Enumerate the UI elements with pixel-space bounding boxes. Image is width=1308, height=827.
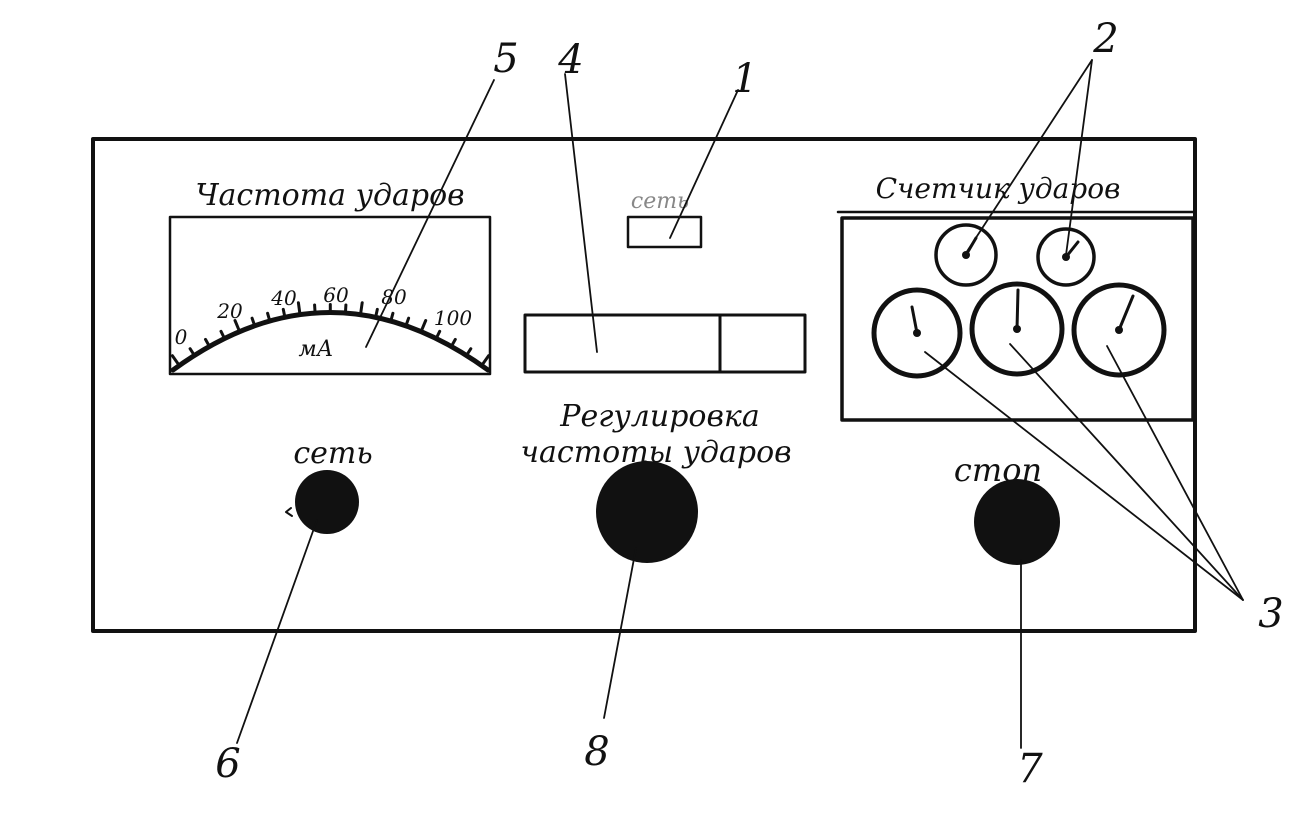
frequency-title: Частота ударов	[195, 178, 464, 213]
meter-tick	[465, 347, 473, 357]
large-dial-2-needle	[1015, 288, 1020, 331]
meter-label-100: 100	[434, 306, 472, 330]
meter-label-60: 60	[323, 283, 349, 307]
meter-label-20: 20	[216, 299, 243, 323]
large-dial-1-hub	[913, 329, 921, 337]
large-dial-2-hub	[1013, 325, 1021, 333]
large-dial-3-hub	[1115, 326, 1123, 334]
callout-1: 1	[732, 56, 757, 102]
leader-line-3b	[1009, 343, 1244, 601]
meter-tick	[449, 337, 457, 348]
power-knob	[295, 470, 359, 534]
stop-knob	[974, 479, 1060, 565]
meter-window	[168, 215, 492, 376]
meter-labels: 0 20 40 60 80 100	[175, 283, 473, 349]
counter-title: Счетчик ударов	[876, 172, 1121, 205]
power-knob-label: сеть	[293, 436, 372, 471]
small-dial-left-hub	[962, 251, 970, 259]
large-dial-2	[969, 281, 1065, 377]
meter-tick	[204, 337, 211, 348]
leader-line-5	[365, 79, 495, 348]
meter-label-40: 40	[270, 286, 297, 310]
meter-tick	[170, 354, 181, 367]
leader-line-3a	[924, 351, 1244, 601]
meter-label-0: 0	[175, 325, 188, 349]
meter-ticks	[170, 301, 491, 367]
callout-6: 6	[215, 741, 240, 787]
callout-3: 3	[1258, 591, 1283, 637]
callout-4: 4	[557, 37, 583, 83]
small-dial-right	[1036, 227, 1096, 287]
meter-tick	[313, 303, 317, 315]
panel-frame	[91, 137, 1197, 633]
leader-line-8	[603, 547, 637, 719]
large-dial-3-needle	[1117, 294, 1135, 332]
meter-tick	[419, 319, 428, 334]
regulation-label-line1: Регулировка	[559, 399, 759, 434]
callout-5: 5	[493, 36, 518, 82]
leader-line-4	[564, 73, 598, 353]
meter-tick	[296, 301, 302, 317]
small-dial-right-hub	[1062, 253, 1070, 261]
power-knob-arrow	[285, 507, 293, 517]
meter-unit: мА	[299, 337, 334, 362]
power-lamp-label: сеть	[631, 189, 689, 214]
leader-line-2a	[965, 59, 1093, 254]
meter-tick	[480, 354, 491, 367]
meter-tick	[233, 319, 242, 334]
callout-8: 8	[584, 729, 609, 775]
meter-tick	[281, 307, 287, 319]
display-window	[523, 313, 807, 374]
meter-tick	[389, 311, 395, 323]
power-indicator-lamp	[626, 215, 703, 249]
meter-tick	[359, 301, 364, 317]
meter-tick	[266, 311, 272, 323]
leader-line-2b	[1065, 59, 1093, 256]
leader-line-6	[236, 519, 318, 744]
meter-tick	[188, 347, 196, 357]
meter-tick	[434, 329, 442, 340]
callout-2: 2	[1092, 16, 1118, 62]
large-dial-1	[871, 287, 963, 379]
callout-7: 7	[1017, 746, 1043, 792]
counter-box	[840, 216, 1195, 422]
large-dial-1-needle	[910, 305, 919, 335]
leader-line-1	[669, 89, 739, 239]
meter-tick	[404, 316, 411, 328]
small-dial-left	[934, 223, 998, 287]
large-dial-3	[1071, 282, 1167, 378]
leader-line-3c	[1106, 345, 1244, 601]
regulation-knob	[596, 461, 698, 563]
meter-tick	[343, 303, 348, 315]
meter-tick	[374, 307, 379, 319]
meter-tick	[219, 329, 226, 340]
leader-lines	[236, 59, 1244, 749]
meter-tick	[250, 316, 257, 328]
